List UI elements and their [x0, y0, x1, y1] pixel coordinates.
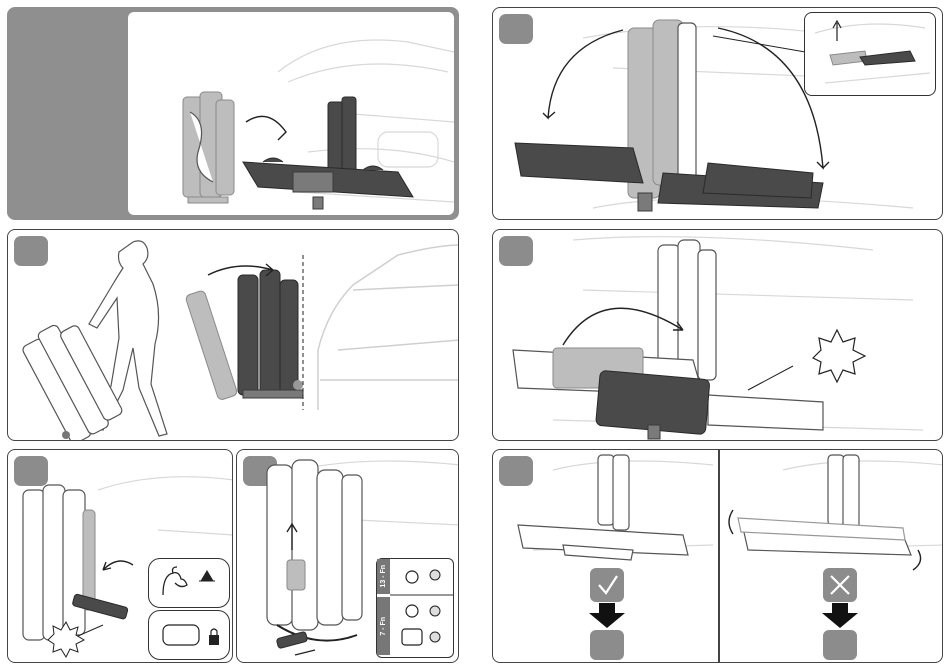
folding-rack [185, 270, 303, 401]
cover-image-area [128, 12, 454, 215]
folded-rack-front [267, 460, 362, 630]
step2-illustration [8, 230, 459, 441]
rack-correct [518, 455, 688, 560]
check-badge [590, 568, 624, 602]
lock-icon [209, 635, 219, 645]
click-burst [813, 330, 865, 382]
wheel [62, 431, 70, 439]
folded-rack-side [23, 485, 95, 640]
wobble-arrow-left [729, 510, 733, 534]
car-outline [318, 245, 459, 410]
cover-panel [7, 7, 459, 220]
step5-panel [492, 449, 943, 663]
step3-panel [492, 229, 943, 441]
step2-panel [7, 229, 459, 441]
detail-inset [804, 12, 936, 96]
cover-illustration [128, 12, 454, 215]
socket-13-icon [406, 571, 418, 583]
bolt-part [287, 560, 305, 590]
weight-icon [199, 571, 215, 581]
folded-rack-ghost [183, 92, 234, 203]
result-badge-right [823, 630, 857, 660]
step5-illustration [493, 450, 943, 663]
unfolded-rack [243, 97, 413, 209]
carried-rack [19, 315, 126, 441]
down-arrow-icon [822, 603, 858, 628]
lock-body-icon [163, 625, 199, 645]
socket-7b-icon [402, 629, 422, 645]
lever-arrow [103, 561, 133, 570]
arm-icon [163, 567, 187, 595]
step4b-panel: 13 - Fn 7 - Fn [236, 449, 459, 663]
left-platform [515, 143, 643, 183]
step1-panel [492, 7, 943, 220]
up-arrow-icon [833, 21, 841, 41]
callout-lock [148, 610, 230, 660]
wobble-arrow-right [913, 550, 921, 570]
rack-incorrect [738, 455, 911, 555]
socket-inset: 13 - Fn 7 - Fn [376, 558, 454, 658]
socket-7a-icon [406, 605, 418, 617]
callout-force [148, 558, 230, 608]
left-arrow [543, 30, 623, 118]
down-arrow-icon [589, 603, 625, 628]
result-badge-left [590, 630, 624, 660]
rotate-arrow [246, 116, 286, 140]
step4a-panel [7, 449, 233, 663]
step3-illustration [493, 230, 943, 441]
